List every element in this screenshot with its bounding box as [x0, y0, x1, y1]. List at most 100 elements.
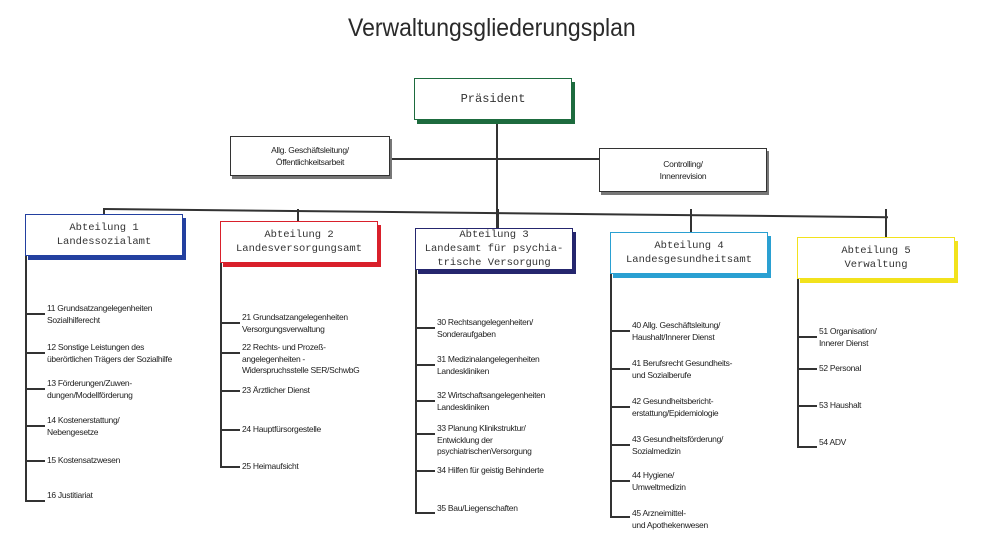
division-label: Landessozialamt [56, 236, 152, 248]
item-tick [220, 322, 240, 324]
division-label: Abteilung 3 [459, 229, 529, 241]
item-tick [415, 433, 435, 435]
division-box: Abteilung 4 Landesgesundheitsamt [610, 232, 768, 274]
unit-item-line: 40 Allg. Geschäftsleitung/ [632, 320, 721, 330]
unit-item: 51 Organisation/Innerer Dienst [819, 326, 877, 349]
unit-item-line: psychiatrischenVersorgung [437, 446, 532, 456]
unit-item-line: dungen/Modellförderung [47, 389, 133, 400]
unit-item-line: Entwicklung der [437, 434, 493, 445]
item-tick [610, 480, 630, 482]
division-label: Abteilung 4 [654, 240, 724, 252]
unit-item: 52 Personal [819, 363, 861, 375]
division-label: Landesamt für psychia- [424, 243, 564, 255]
unit-item-line: Nebengesetze [47, 426, 99, 437]
unit-item-line: 23 Ärztlicher Dienst [242, 385, 310, 395]
unit-item: 42 Gesundheitsbericht-erstattung/Epidemi… [632, 396, 719, 419]
division-connector [297, 209, 299, 221]
president-box: Präsident [414, 78, 572, 120]
unit-item-line: 31 Medizinalangelegenheiten [437, 354, 540, 364]
unit-item-line: 24 Hauptfürsorgestelle [242, 424, 321, 434]
unit-item: 25 Heimaufsicht [242, 461, 299, 473]
item-tick [415, 512, 435, 514]
division-trunk [797, 279, 799, 446]
division-trunk [415, 270, 417, 512]
item-tick [220, 390, 240, 392]
unit-item-line: angelegenheiten - [242, 353, 305, 364]
item-tick [415, 470, 435, 472]
division-label: Abteilung 5 [841, 245, 911, 257]
unit-item: 33 Planung Klinikstruktur/Entwicklung de… [437, 423, 532, 458]
unit-item-line: Sonderaufgaben [437, 328, 496, 339]
unit-item-line: 16 Justitiariat [47, 490, 93, 500]
division-trunk [25, 256, 27, 500]
unit-item: 24 Hauptfürsorgestelle [242, 424, 321, 436]
unit-item-line: Umweltmedizin [632, 481, 686, 492]
unit-item-line: 25 Heimaufsicht [242, 461, 299, 471]
unit-item-line: Haushalt/Innerer Dienst [632, 331, 715, 342]
unit-item: 23 Ärztlicher Dienst [242, 385, 310, 397]
unit-item: 35 Bau/Liegenschaften [437, 503, 518, 515]
item-tick [415, 327, 435, 329]
item-tick [25, 425, 45, 427]
unit-item: 44 Hygiene/Umweltmedizin [632, 470, 686, 493]
division-connector [885, 209, 887, 237]
unit-item-line: 42 Gesundheitsbericht- [632, 396, 714, 406]
division-label: trische Versorgung [437, 257, 551, 269]
unit-item-line: 15 Kostensatzwesen [47, 455, 121, 465]
division-label: Abteilung 2 [264, 229, 334, 241]
unit-item-line: 54 ADV [819, 437, 847, 447]
unit-item-line: Landeskliniken [437, 401, 490, 412]
unit-item: 30 Rechtsangelegenheiten/Sonderaufgaben [437, 317, 533, 340]
staff-label-2: Öffentlichkeitsarbeit [275, 157, 345, 167]
staff-box-geschaeftsleitung: Allg. Geschäftsleitung/ Öffentlichkeitsa… [230, 136, 390, 176]
item-tick [25, 460, 45, 462]
unit-item-line: 52 Personal [819, 363, 862, 373]
unit-item-line: Widerspruchsstelle SER/SchwbG [242, 365, 360, 375]
unit-item-line: 44 Hygiene/ [632, 470, 675, 480]
unit-item-line: 43 Gesundheitsförderung/ [632, 434, 724, 444]
division-connector [497, 209, 499, 228]
unit-item-line: Versorgungsverwaltung [242, 323, 325, 334]
unit-item-line: und Sozialberufe [632, 369, 691, 380]
unit-item: 43 Gesundheitsförderung/Sozialmedizin [632, 434, 723, 457]
item-tick [415, 400, 435, 402]
unit-item-line: 22 Rechts- und Prozeß- [242, 342, 326, 352]
unit-item: 40 Allg. Geschäftsleitung/Haushalt/Inner… [632, 320, 720, 343]
unit-item: 54 ADV [819, 437, 846, 449]
unit-item-line: 35 Bau/Liegenschaften [437, 503, 518, 513]
unit-item-line: 45 Arzneimittel- [632, 508, 686, 518]
unit-item-line: Sozialhilferecht [47, 314, 100, 325]
item-tick [797, 336, 817, 338]
division-connector [690, 209, 692, 232]
staff-label-2: Innenrevision [659, 171, 707, 181]
unit-item: 14 Kostenerstattung/Nebengesetze [47, 415, 120, 438]
item-tick [415, 364, 435, 366]
item-tick [220, 352, 240, 354]
unit-item: 22 Rechts- und Prozeß-angelegenheiten -W… [242, 342, 360, 377]
unit-item: 53 Haushalt [819, 400, 861, 412]
unit-item-line: 53 Haushalt [819, 400, 862, 410]
item-tick [797, 405, 817, 407]
item-tick [220, 429, 240, 431]
unit-item-line: 41 Berufsrecht Gesundheits- [632, 358, 733, 368]
unit-item-line: und Apothekenwesen [632, 519, 708, 530]
unit-item: 16 Justitiariat [47, 490, 93, 502]
unit-item: 15 Kostensatzwesen [47, 455, 120, 467]
item-tick [25, 388, 45, 390]
unit-item: 34 Hilfen für geistig Behinderte [437, 465, 544, 477]
item-tick [610, 516, 630, 518]
unit-item: 13 Förderungen/Zuwen-dungen/Modellförder… [47, 378, 133, 401]
unit-item-line: 11 Grundsatzangelegenheiten [47, 303, 153, 313]
division-label: Landesgesundheitsamt [625, 254, 753, 266]
item-tick [610, 330, 630, 332]
unit-item-line: 13 Förderungen/Zuwen- [47, 378, 132, 388]
item-tick [610, 406, 630, 408]
president-label: Präsident [460, 92, 526, 106]
division-box: Abteilung 3 Landesamt für psychia-trische… [415, 228, 573, 270]
